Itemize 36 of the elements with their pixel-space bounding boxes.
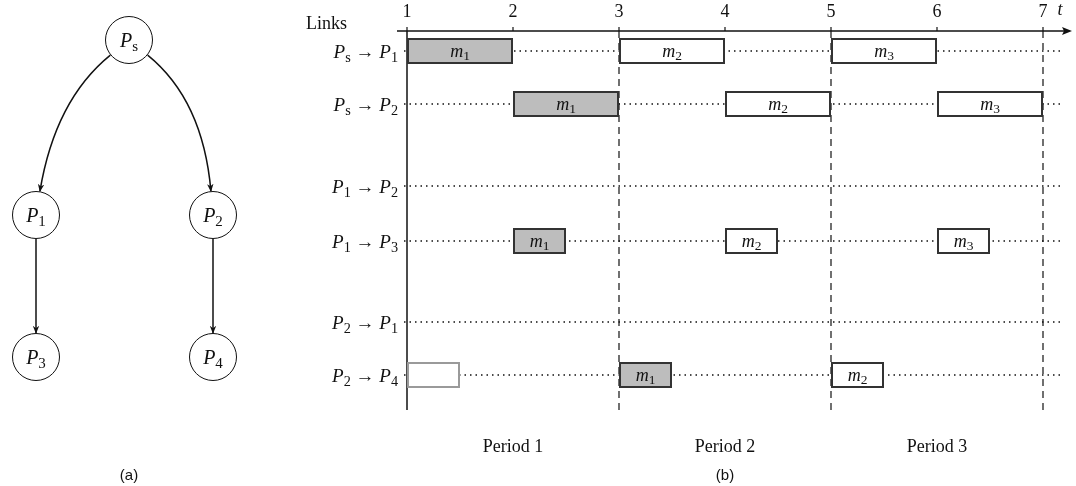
- row-label: P$_{1}$ → P$_{2}$: [332, 176, 398, 196]
- tick-label: 1: [402, 2, 412, 20]
- tick-label: 5: [826, 2, 836, 20]
- message-bar: m$_{2}$: [619, 38, 725, 64]
- row-label: P$_{s}$ → P$_{2}$: [333, 94, 398, 114]
- message-bar: m$_{1}$: [513, 228, 566, 254]
- row-label: P$_{s}$ → P$_{1}$: [333, 41, 398, 61]
- message-bar: m$_{2}$: [725, 228, 778, 254]
- message-bar: m$_{3}$: [937, 91, 1043, 117]
- message-bar: m$_{2}$: [725, 91, 831, 117]
- message-bar: m$_{3}$: [831, 38, 937, 64]
- message-bar: m$_{1}$: [513, 91, 619, 117]
- row-label: P$_{2}$ → P$_{4}$: [332, 365, 398, 385]
- message-bar: m$_{2}$: [831, 362, 884, 388]
- panel-label: (b): [715, 467, 735, 482]
- arrow: [32, 238, 40, 334]
- arrow: [209, 238, 217, 334]
- tick-label: 3: [614, 2, 624, 20]
- period-label: Period 2: [694, 437, 756, 455]
- tick-label: 4: [720, 2, 730, 20]
- panel-label: (a): [119, 467, 139, 482]
- row-label: P$_{2}$ → P$_{1}$: [332, 312, 398, 332]
- row-label: P$_{1}$ → P$_{3}$: [332, 231, 398, 251]
- period-label: Period 1: [482, 437, 544, 455]
- arrow: [146, 54, 214, 192]
- tick-label: t: [1057, 0, 1063, 18]
- tick-label: 6: [932, 2, 942, 20]
- message-bar: m$_{3}$: [937, 228, 990, 254]
- tick-label: 2: [508, 2, 518, 20]
- arrow: [38, 54, 112, 193]
- period-label: Period 3: [906, 437, 968, 455]
- tick-label: 7: [1038, 2, 1048, 20]
- message-bar: m$_{1}$: [407, 38, 513, 64]
- axis-title: Links: [306, 14, 347, 32]
- empty-slot: [407, 362, 460, 388]
- message-bar: m$_{1}$: [619, 362, 672, 388]
